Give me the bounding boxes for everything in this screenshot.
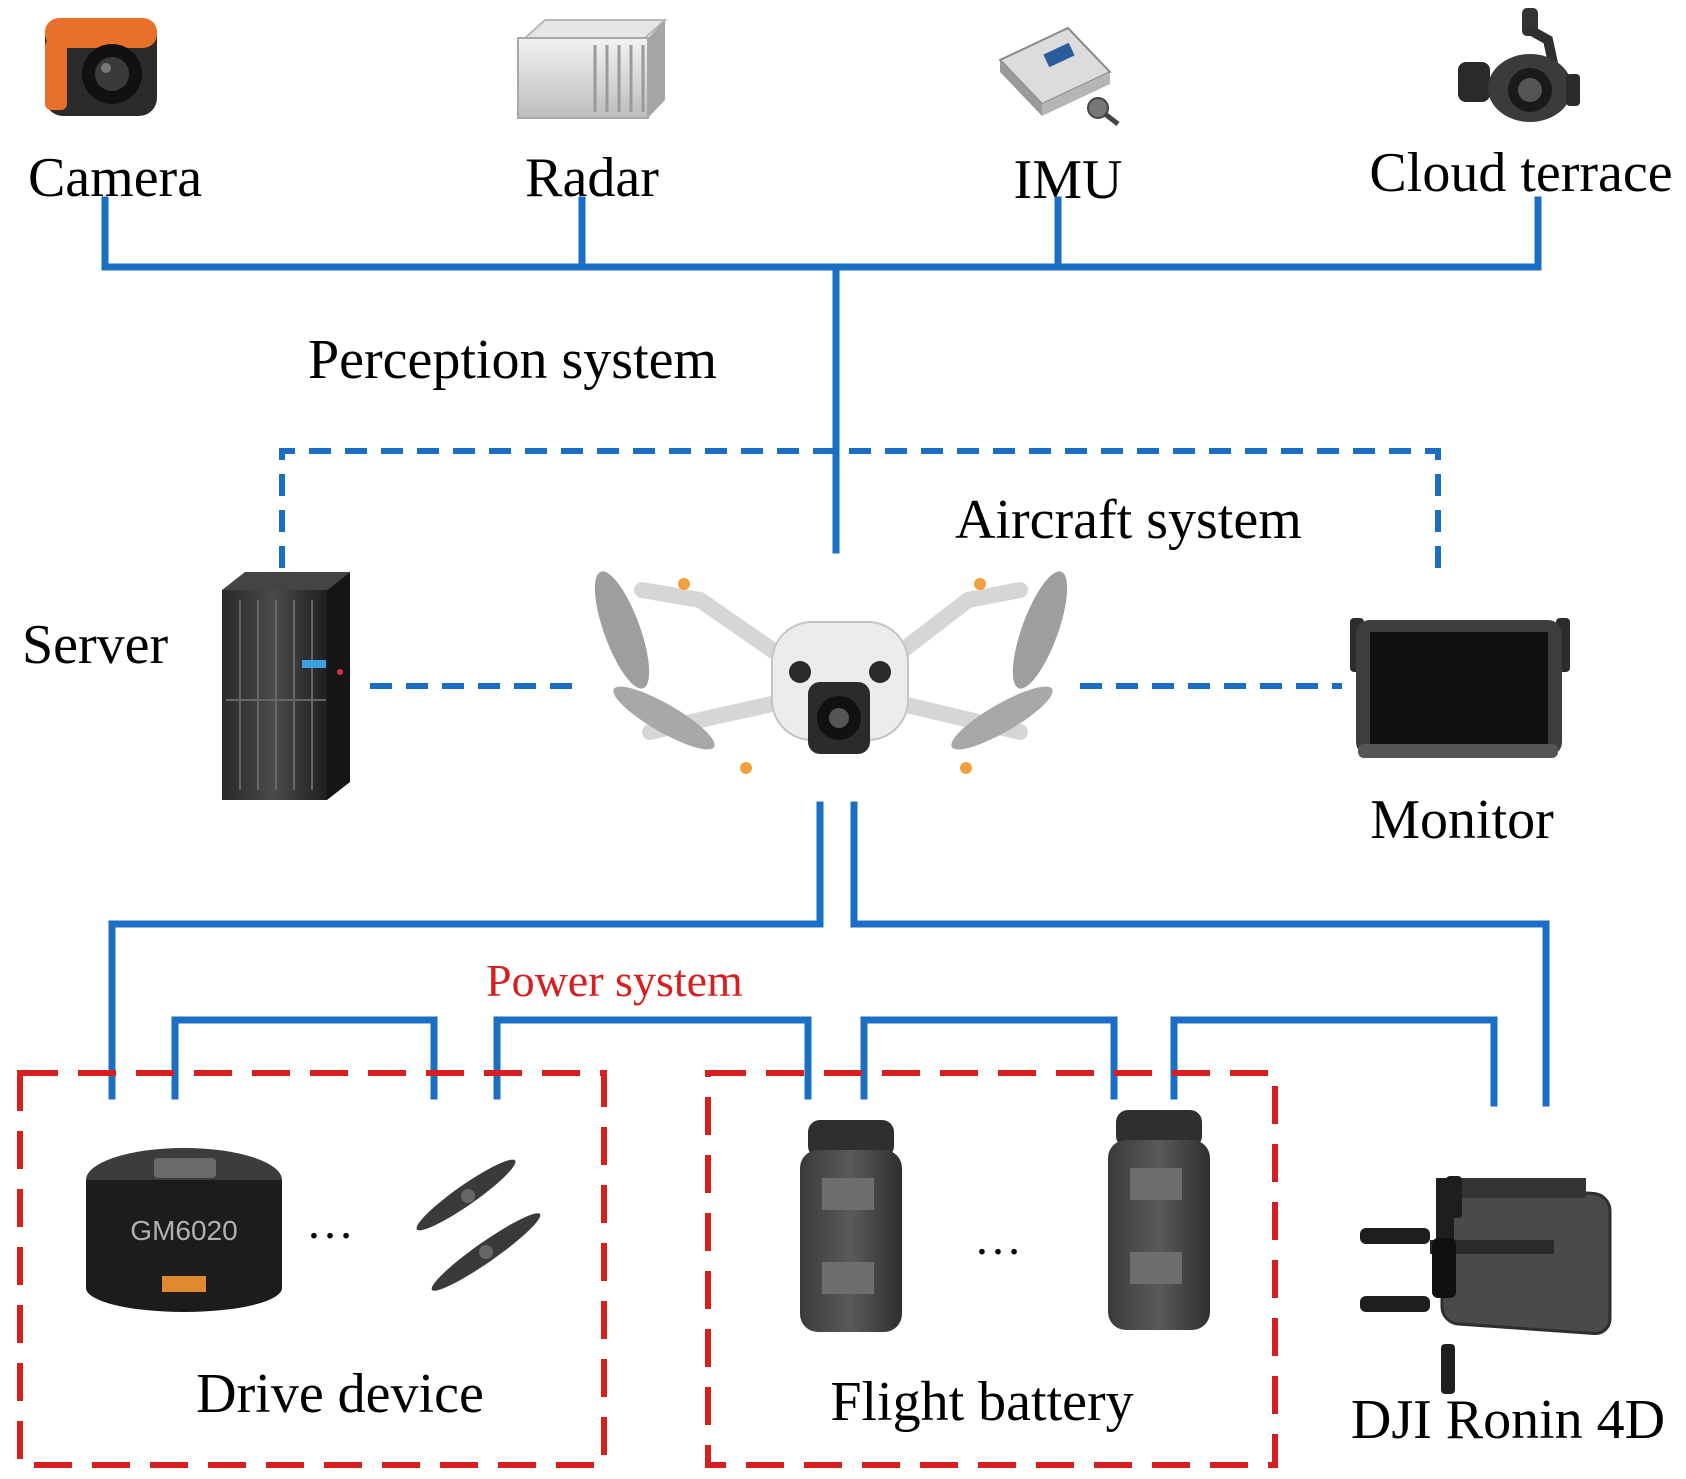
imu-label: IMU [1014, 149, 1123, 211]
server-label: Server [22, 614, 169, 676]
power-bus [108, 801, 1550, 1107]
battery-icon-1 [800, 1120, 902, 1332]
drone-icon [594, 571, 1068, 774]
camera-icon [45, 18, 157, 116]
battery-ellipsis: … [974, 1212, 1022, 1265]
ronin-module-icon [1360, 1176, 1612, 1394]
perception-bus [101, 196, 1542, 554]
battery-icon-2 [1108, 1110, 1210, 1330]
monitor-label: Monitor [1370, 789, 1554, 851]
imu-icon [998, 26, 1120, 126]
aircraft-system-label: Aircraft system [955, 489, 1302, 551]
power-group-boxes [17, 1070, 1278, 1468]
perception-system-label: Perception system [308, 329, 717, 391]
flight-battery-box [705, 1070, 1278, 1468]
server-icon [222, 572, 350, 800]
cloud-terrace-label: Cloud terrace [1369, 142, 1672, 204]
drive-device-box [17, 1070, 607, 1468]
drive-ellipsis: … [306, 1196, 354, 1249]
radar-icon [517, 19, 668, 119]
motor-icon: GM6020 [86, 1148, 282, 1312]
dji-ronin-4d-label: DJI Ronin 4D [1351, 1389, 1665, 1451]
power-system-label: Power system [486, 955, 743, 1006]
gimbal-icon [1458, 8, 1580, 122]
propeller-icon [416, 1159, 541, 1291]
aircraft-link-lines [279, 448, 1441, 689]
radar-label: Radar [525, 147, 659, 209]
monitor-icon [1350, 618, 1570, 758]
drive-device-label: Drive device [196, 1363, 484, 1425]
camera-label: Camera [28, 147, 202, 209]
flight-battery-label: Flight battery [830, 1371, 1133, 1433]
motor-model-text: GM6020 [130, 1215, 237, 1246]
